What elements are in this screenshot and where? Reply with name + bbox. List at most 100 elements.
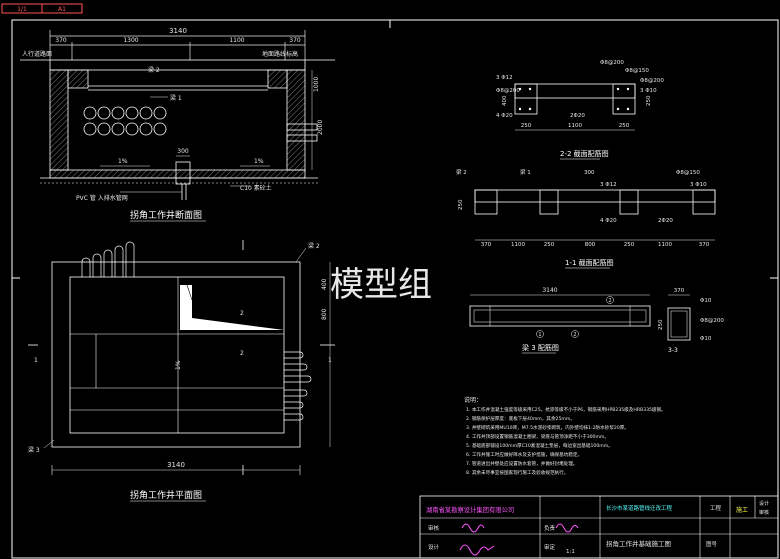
- section-pvc-note: PVC 管 入排水管网: [76, 194, 128, 202]
- d11-label-3: 300: [584, 170, 595, 176]
- signature-mark-3: [555, 523, 579, 533]
- notes-line-6: 6. 工作井施工时应做好降水及支护措施，确保基坑稳定。: [466, 451, 582, 458]
- notes-heading: 说明：: [464, 396, 482, 404]
- notes-line-4: 4. 工作井顶部设置钢筋混凝土圈梁，梁底与管顶净距不小于300mm。: [466, 433, 609, 440]
- d22-label-8: 2Φ20: [570, 113, 585, 119]
- d22-label-6: Φ8@200: [640, 78, 664, 84]
- section-c10-note: C10 素砼土: [240, 184, 272, 192]
- notes-line-7: 7. 管道进出井壁处应设置防水套管，并做好封堵处理。: [466, 460, 578, 467]
- sig-label-3: 负责: [544, 524, 556, 532]
- section-dim-4: 370: [289, 37, 301, 44]
- plan-label-beam2: 梁 2: [308, 242, 320, 250]
- section-dim-2: 1300: [123, 37, 138, 44]
- section-depth-2: 2000: [317, 120, 324, 135]
- section-label-beam1: 梁 1: [170, 94, 182, 102]
- sig-label-2: 设计: [428, 543, 440, 551]
- detail-3-3: 370 Φ10 Φ8@200 250 Φ10 3-3: [658, 288, 724, 354]
- plan-view: 1 1 2 2 1% 梁 2 梁 3 400 800 3140 拐角工作井平面图: [28, 240, 335, 502]
- d22-label-3: Φ8@200: [496, 88, 520, 94]
- check-label: 审核: [759, 509, 769, 516]
- drawing-title: 拐角工作井基础施工图: [606, 539, 671, 548]
- d11-title: 1-1 截面配筋图: [565, 258, 614, 267]
- plan-slope-fill: [180, 285, 284, 330]
- signature-mark-1: [461, 523, 485, 533]
- d11-dim-2: 1100: [511, 242, 525, 248]
- plan-dim-right-1: 400: [321, 278, 328, 290]
- d11-label-8: 2Φ20: [658, 218, 673, 224]
- d11-label-7: 4 Φ20: [600, 218, 617, 224]
- type-label: 工程: [710, 504, 722, 512]
- section-view: 3140 370 1300 1100 370 人行道路面 地面路线标高 梁 1 …: [20, 27, 335, 222]
- design-label: 设计: [759, 500, 769, 507]
- beam3-dim: 3140: [542, 287, 557, 294]
- beam3-title: 梁 3 配筋图: [522, 343, 559, 352]
- d11-label-9: 250: [458, 199, 464, 210]
- d33-label-2: Φ8@200: [700, 318, 724, 324]
- d11-dim-7: 370: [699, 242, 710, 248]
- beam3-tag-3: 2: [573, 332, 576, 338]
- d11-label-1: 梁 2: [456, 168, 467, 176]
- d11-label-2: 梁 1: [520, 168, 531, 176]
- section-sump-dim: 300: [177, 148, 189, 155]
- d11-dim-1: 370: [481, 242, 492, 248]
- scale-value: 1:1: [566, 549, 575, 555]
- plan-slope: 1%: [175, 360, 182, 370]
- d22-label-2: Φ8@200: [600, 60, 624, 66]
- section-label-access: 人行道路面: [22, 50, 52, 58]
- detail-1-1: 梁 2 梁 1 300 3 Φ12 Φ8@150 3 Φ10 4 Φ20 2Φ2…: [456, 168, 716, 269]
- d11-dim-6: 1100: [658, 242, 672, 248]
- beam3-tag-1: 2: [608, 298, 611, 304]
- title-block: 湖南省某勘察设计集团有限公司 长沙市某道路管线迁改工程 工程 施工 设计 审核 …: [419, 495, 779, 559]
- watermark-text: 模型组: [330, 265, 432, 305]
- notes-line-3: 3. 井壁砌筑采用MU10砖，M7.5水泥砂浆砌筑，内外壁均抹1:2防水砂浆20…: [466, 424, 629, 431]
- section-label-beam2: 梁 2: [148, 66, 160, 74]
- d33-dim: 370: [674, 288, 685, 294]
- plan-dim-total: 3140: [167, 461, 185, 469]
- project-name: 长沙市某道路管线迁改工程: [606, 504, 673, 512]
- plan-title: 拐角工作井平面图: [130, 489, 202, 501]
- revision-box-2: A1: [58, 6, 66, 13]
- d22-label-4: 4 Φ20: [496, 113, 513, 119]
- detail-2-2: 3 Φ12 Φ8@200 Φ8@200 4 Φ20 Φ8@150 Φ8@200 …: [496, 60, 664, 160]
- d11-label-4: 3 Φ12: [600, 182, 617, 188]
- section-depth-1: 1000: [313, 77, 320, 92]
- d33-label-1: Φ10: [700, 298, 712, 304]
- d11-dim-4: 800: [585, 242, 596, 248]
- section-title: 拐角工作井断面图: [130, 209, 202, 221]
- d22-label-10: 400: [502, 95, 508, 106]
- d22-label-1: 3 Φ12: [496, 75, 513, 81]
- plan-cut-2b: 2: [240, 310, 244, 317]
- plan-cut-2: 2: [240, 350, 244, 357]
- notes-line-1: 1. 本工作井混凝土强度等级采用C25，抗渗等级不小于P6，钢筋采用HPB235…: [466, 406, 666, 413]
- d22-dim-3: 250: [619, 123, 630, 129]
- beam3-tag-2: 1: [538, 332, 541, 338]
- d22-label-5: Φ8@150: [625, 68, 649, 74]
- d22-label-9: 250: [646, 95, 652, 106]
- notes-line-8: 8. 其余未尽事宜按国家现行施工及验收规范执行。: [466, 469, 568, 476]
- d33-title: 3-3: [668, 347, 678, 354]
- plan-cut-1-left: 1: [34, 357, 38, 364]
- notes-block: 说明： 1. 本工作井混凝土强度等级采用C25，抗渗等级不小于P6，钢筋采用HP…: [464, 396, 666, 476]
- revision-boxes: 1/1 A1: [1, 3, 83, 14]
- d11-dim-5: 250: [624, 242, 635, 248]
- company-name: 湖南省某勘察设计集团有限公司: [426, 505, 514, 514]
- plan-dim-right-2: 800: [321, 308, 328, 320]
- d22-dim-2: 1100: [568, 123, 582, 129]
- section-dim-total: 3140: [169, 27, 187, 35]
- d11-label-5: Φ8@150: [676, 170, 700, 176]
- d33-label-4: Φ10: [700, 336, 712, 342]
- section-slope-1: 1%: [118, 158, 128, 165]
- section-slope-2: 1%: [254, 158, 264, 165]
- section-dim-1: 370: [55, 37, 67, 44]
- d11-dim-3: 250: [544, 242, 555, 248]
- section-label-road: 地面路线标高: [262, 50, 298, 58]
- plan-label-beam3: 梁 3: [28, 446, 40, 454]
- d22-title: 2-2 截面配筋图: [560, 149, 609, 158]
- detail-beam-3: 3140 2 1 2 梁 3 配筋图: [469, 287, 651, 354]
- d33-label-3: 250: [658, 319, 664, 330]
- d22-dim-1: 250: [521, 123, 532, 129]
- stage-value: 施工: [736, 506, 748, 514]
- sig-label-4: 审定: [544, 543, 556, 551]
